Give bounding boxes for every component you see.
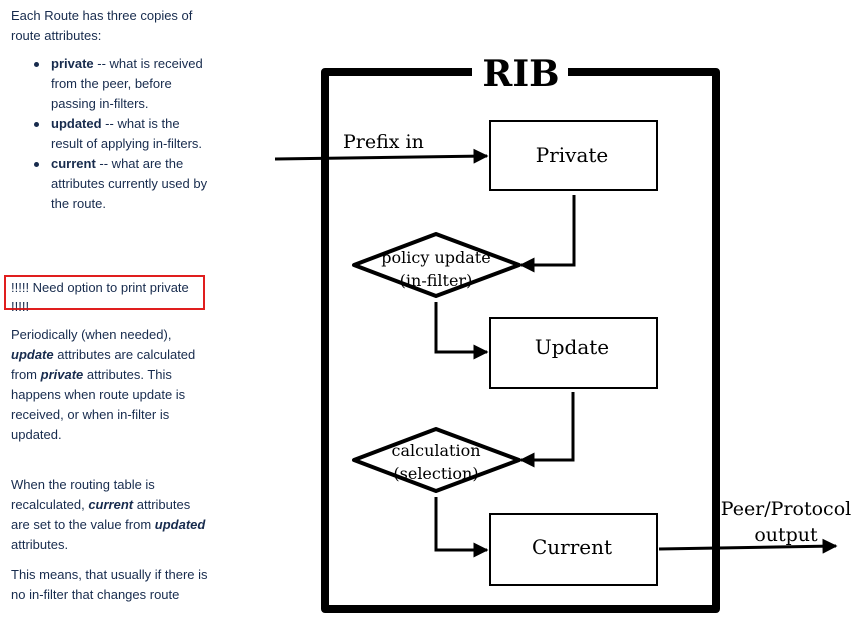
text-run: When the routing table is recalculated, (11, 477, 155, 512)
description-text: Each Route has three copies of route att… (11, 4, 211, 214)
paragraph-meaning: This means, that usually if there is no … (11, 567, 208, 602)
filter-to-update-arrow (434, 302, 489, 360)
text-run: attributes are calculated from (11, 347, 196, 382)
term-current: current (51, 156, 96, 171)
update-box (489, 317, 658, 389)
calc-to-current-arrow (434, 497, 489, 558)
todo-note: !!!!! Need option to print private !!!!! (4, 275, 205, 314)
text-run: Periodically (when needed), (11, 327, 172, 342)
term-desc: -- what are the attributes currently use… (51, 156, 208, 211)
term-desc: -- what is the result of applying in-fil… (51, 116, 203, 151)
policy-update-diamond (352, 232, 521, 298)
list-item: private -- what is received from the pee… (29, 54, 211, 114)
keyword-private: private (40, 367, 84, 382)
keyword-current: current (88, 497, 134, 512)
private-to-filter-arrow (519, 195, 576, 273)
private-label: Private (536, 143, 609, 167)
term-private: private (51, 56, 94, 71)
update-label: Update (535, 335, 609, 359)
policy-update-line2: (in-filter) (400, 271, 473, 290)
calculation-line1: calculation (391, 441, 480, 460)
private-box (489, 120, 658, 191)
keyword-updated: updated (154, 517, 206, 532)
output-arrow (658, 538, 838, 554)
intro-text: Each Route has three copies of route att… (11, 8, 193, 43)
term-updated: updated (51, 116, 102, 131)
input-label: Prefix in (343, 131, 424, 153)
calculation-diamond (352, 427, 521, 493)
term-desc: -- what is received from the peer, befor… (51, 56, 203, 111)
attribute-list: private -- what is received from the pee… (11, 54, 211, 214)
current-label: Current (532, 535, 612, 559)
output-line2: output (754, 524, 818, 546)
paragraph-current: When the routing table is recalculated, … (11, 475, 211, 555)
calculation-line2: (selection) (393, 464, 478, 483)
update-to-calc-arrow (519, 392, 575, 468)
paragraph-update: Periodically (when needed), update attri… (11, 325, 211, 445)
output-line1: Peer/Protocol (721, 498, 851, 520)
rib-frame (321, 68, 720, 613)
text-run: attributes are set to the value from (11, 497, 191, 532)
input-arrow (274, 148, 489, 164)
keyword-update: update (11, 347, 54, 362)
rib-title: RIB (482, 53, 559, 95)
text-run: attributes. (11, 537, 69, 552)
list-item: current -- what are the attributes curre… (29, 154, 211, 214)
policy-update-line1: policy update (381, 248, 490, 267)
current-box (489, 513, 658, 586)
list-item: updated -- what is the result of applyin… (29, 114, 211, 154)
text-run: attributes. This happens when route upda… (11, 367, 186, 442)
